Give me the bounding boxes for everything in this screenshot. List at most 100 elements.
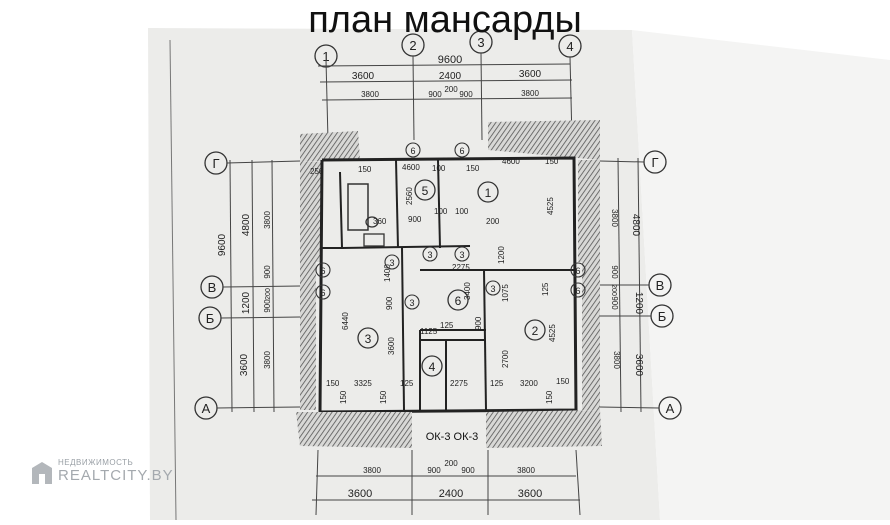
- idim-3: 4600: [402, 163, 420, 172]
- idim-34: 150: [556, 377, 570, 386]
- watermark-brand: REALTCITY.BY: [58, 467, 174, 484]
- marker-3-b: 3: [459, 250, 464, 260]
- dim-left-outer-c: 3600: [239, 353, 250, 376]
- room-number-5: 5: [422, 184, 429, 198]
- stove-icon: [363, 233, 385, 247]
- dim-left-outer-b: 1200: [241, 291, 252, 314]
- dim-top-r2-a: 3800: [361, 90, 379, 99]
- axis-label-A-right: А: [666, 401, 675, 416]
- dim-top-r2-e: 3800: [521, 89, 539, 98]
- room-number-3: 3: [365, 332, 372, 346]
- toilet-icon: [365, 216, 379, 228]
- bathtub-icon: [347, 183, 369, 231]
- dim-right-inner-b: 900: [610, 265, 619, 279]
- room-number-1: 1: [485, 186, 492, 200]
- dim-right-inner-d: 900: [610, 296, 619, 310]
- marker-6-a: 6: [410, 146, 415, 156]
- outer-walls: [318, 156, 578, 414]
- idim-21: 6440: [341, 312, 350, 330]
- roof-hatching: [300, 120, 600, 410]
- marker-6-d: 6: [320, 288, 325, 298]
- dim-right-outer-c: 3600: [633, 354, 644, 377]
- dim-top-r1-a: 3600: [352, 71, 375, 82]
- idim-17: 3400: [463, 282, 472, 300]
- dim-bottom-r2-b: 2400: [439, 488, 463, 500]
- marker-3-e: 3: [490, 284, 495, 294]
- marker-6-c: 6: [320, 266, 325, 276]
- idim-5: 4600: [502, 157, 520, 166]
- idim-28: 150: [326, 379, 340, 388]
- dim-left-inner-c: 200: [265, 288, 272, 300]
- idim-26: 2700: [501, 350, 510, 368]
- axis-label-A-left: А: [202, 401, 211, 416]
- marker-6-e: 6: [575, 266, 580, 276]
- dim-left-total: 9600: [217, 233, 228, 256]
- dim-total-top: 9600: [438, 54, 462, 66]
- marker-3-a: 3: [427, 250, 432, 260]
- axis-label-G-left: Г: [212, 156, 219, 171]
- dim-top-r1-c: 3600: [519, 69, 542, 80]
- axis-label-B-right: Б: [658, 309, 667, 324]
- idim-6: 150: [466, 164, 480, 173]
- idim-27: 4525: [548, 324, 557, 342]
- dimension-lines-sides: [216, 157, 660, 413]
- dim-bottom-r2-c: 3600: [518, 488, 542, 500]
- dim-top-r2-d: 900: [459, 90, 473, 99]
- axis-label-4: 4: [566, 39, 573, 54]
- idim-14: 2275: [452, 263, 470, 272]
- dim-bottom-r1-d: 900: [461, 466, 475, 475]
- idim-16: 1200: [497, 246, 506, 264]
- page-title: план мансарды: [308, 0, 582, 41]
- idim-30: 125: [400, 379, 414, 388]
- door-label: ОК-3 ОК-3: [426, 431, 479, 443]
- idim-18: 1075: [501, 284, 510, 302]
- dim-bottom-r1-c: 200: [444, 459, 458, 468]
- marker-6-f: 6: [575, 286, 580, 296]
- idim-37: 150: [545, 390, 554, 404]
- room-number-4: 4: [429, 360, 436, 374]
- opening-markers: 6 6 6 6 6 6 3 3 3 3 3: [315, 142, 586, 310]
- idim-29: 3325: [354, 379, 372, 388]
- dimension-lines-top: [317, 52, 573, 141]
- axis-label-B-left: Б: [206, 311, 215, 326]
- watermark-caption: НЕДВИЖИМОСТЬ: [58, 458, 134, 467]
- inner-walls: [322, 159, 576, 411]
- idim-35: 150: [339, 390, 348, 404]
- dim-right-inner-a: 3800: [610, 209, 619, 227]
- marker-6-b: 6: [459, 146, 464, 156]
- idim-25: 900: [474, 316, 483, 330]
- paper-margin: [632, 30, 890, 520]
- idim-8: 4525: [546, 197, 555, 215]
- dim-left-inner-b: 900: [263, 265, 272, 279]
- dim-bottom-r2-a: 3600: [348, 488, 372, 500]
- dim-left-inner-d: 900: [263, 299, 272, 313]
- idim-0: 250: [310, 167, 324, 176]
- room-number-2: 2: [532, 324, 539, 338]
- idim-4: 150: [545, 157, 559, 166]
- dim-right-outer-b: 1200: [633, 292, 644, 315]
- watermark: НЕДВИЖИМОСТЬ REALTCITY.BY: [30, 458, 190, 494]
- dimension-lines-bottom: [312, 449, 581, 516]
- idim-32: 125: [490, 379, 504, 388]
- dim-left-outer-a: 4800: [241, 213, 252, 236]
- idim-1: 150: [358, 165, 372, 174]
- axis-label-V-right: В: [656, 278, 665, 293]
- dim-right-inner-e: 3800: [612, 351, 621, 369]
- idim-2: 100: [432, 164, 446, 173]
- axis-label-G-right: Г: [651, 155, 658, 170]
- room-labels: 1 2 3 4 5 6: [357, 179, 546, 377]
- dim-left-inner-a: 3800: [263, 211, 272, 229]
- bottom-hatching: [296, 410, 602, 448]
- idim-15: 1400: [383, 264, 392, 282]
- idim-9: 360: [373, 217, 387, 226]
- dim-right-inner-c: 200: [610, 284, 617, 296]
- axis-label-1: 1: [322, 49, 329, 64]
- dim-bottom-r1-e: 3800: [517, 466, 535, 475]
- dim-left-inner-e: 3800: [263, 351, 272, 369]
- dim-top-r1-b: 2400: [439, 71, 462, 82]
- idim-33: 3200: [520, 379, 538, 388]
- marker-3-c: 3: [389, 258, 394, 268]
- idim-31: 2275: [450, 379, 468, 388]
